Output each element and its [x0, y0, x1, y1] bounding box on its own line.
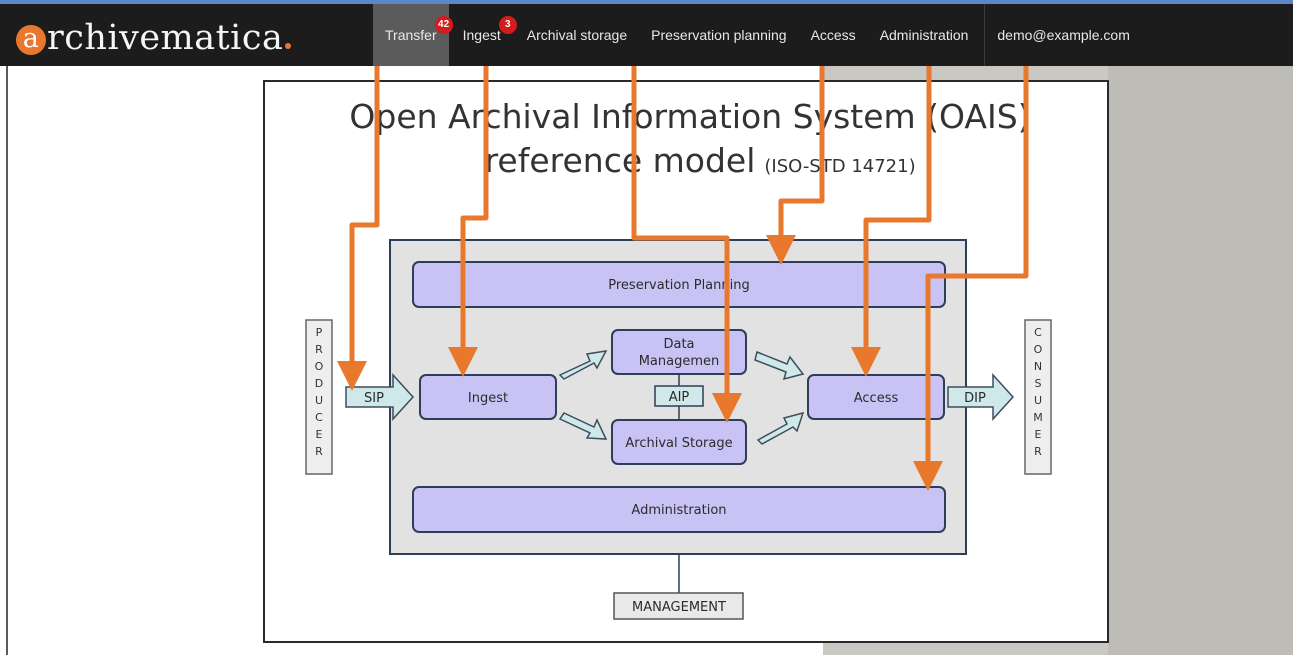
preservation-planning-label: Preservation Planning	[608, 278, 749, 293]
diagram-title-suffix: (ISO-STD 14721)	[764, 156, 915, 177]
data-management-label-1: Data	[663, 337, 694, 352]
data-management-to-access-arrow	[754, 350, 805, 381]
producer-letter-7: E	[316, 428, 323, 441]
transfer-count-badge: 42	[434, 16, 453, 34]
nav-ingest-label: Ingest	[462, 27, 501, 43]
nav-user-account[interactable]: demo@example.com	[984, 4, 1142, 66]
nav-archival-storage[interactable]: Archival storage	[513, 4, 639, 66]
producer-letter-3: O	[315, 360, 324, 373]
ingest-to-archival-storage-arrow	[558, 412, 608, 440]
consumer-letter-8: R	[1034, 445, 1042, 458]
nav-archival-storage-label: Archival storage	[526, 27, 628, 43]
access-label: Access	[854, 391, 899, 406]
archival-storage-to-access-arrow	[756, 411, 805, 445]
management-box	[613, 592, 744, 620]
ingest-to-data-management-arrow	[558, 350, 608, 380]
nav-access[interactable]: Access	[799, 4, 868, 66]
nav-preservation-planning[interactable]: Preservation planning	[639, 4, 798, 66]
data-management-label-2: Managemen	[639, 354, 720, 369]
dip-arrow	[947, 373, 1015, 421]
access-connector	[851, 66, 932, 377]
archival-storage-box	[611, 419, 747, 465]
logo-dot	[285, 43, 292, 49]
preservation-planning-box	[412, 261, 946, 308]
preservation-planning-connector	[766, 66, 825, 265]
administration-box	[412, 486, 946, 533]
archival-storage-label: Archival Storage	[625, 436, 732, 451]
producer-letter-4: D	[315, 377, 323, 390]
ingest-box	[419, 374, 557, 420]
producer-letter-6: C	[315, 411, 323, 424]
transfer-to-sip-connector	[337, 66, 380, 391]
logo-mark: a	[16, 25, 46, 55]
producer-letter-1: P	[316, 326, 323, 339]
consumer-letter-7: E	[1035, 428, 1042, 441]
consumer-letter-2: O	[1034, 343, 1043, 356]
aip-box	[654, 385, 704, 407]
ingest-to-ingest-connector	[448, 66, 489, 377]
consumer-letter-6: M	[1033, 411, 1043, 424]
diagram-title-line2: reference model	[485, 141, 756, 180]
ingest-count-badge: 3	[498, 16, 517, 34]
consumer-box	[1024, 319, 1052, 475]
nav-preservation-planning-label: Preservation planning	[651, 27, 787, 43]
producer-letter-2: R	[315, 343, 323, 356]
nav-transfer-label: Transfer	[385, 27, 437, 43]
nav-transfer[interactable]: Transfer 42	[373, 4, 453, 66]
main-nav: Transfer 42 Ingest 3 Archival storage Pr…	[373, 4, 1142, 66]
dip-label: DIP	[964, 391, 986, 406]
archival-storage-connector	[631, 66, 742, 423]
page-divider	[6, 66, 8, 655]
consumer-letter-1: C	[1034, 326, 1042, 339]
sip-arrow	[345, 373, 415, 421]
nav-administration-label: Administration	[879, 27, 969, 43]
administration-connector	[913, 66, 1029, 491]
user-email: demo@example.com	[997, 27, 1130, 43]
producer-letter-8: R	[315, 445, 323, 458]
background-texture-right	[1108, 66, 1293, 655]
nav-access-label: Access	[810, 27, 856, 43]
aip-label: AIP	[669, 390, 690, 405]
management-label: MANAGEMENT	[632, 600, 726, 615]
nav-ingest[interactable]: Ingest 3	[449, 4, 517, 66]
consumer-letter-4: S	[1035, 377, 1042, 390]
consumer-letter-5: U	[1034, 394, 1042, 407]
producer-box	[305, 319, 333, 475]
ingest-label: Ingest	[468, 391, 508, 406]
nav-administration[interactable]: Administration	[868, 4, 981, 66]
logo-text: rchivematica	[47, 18, 284, 58]
sip-label: SIP	[364, 391, 384, 406]
administration-label: Administration	[631, 503, 726, 518]
producer-letter-5: U	[315, 394, 323, 407]
diagram-title-line1: Open Archival Information System (OAIS)	[349, 97, 1030, 136]
consumer-letter-3: N	[1034, 360, 1042, 373]
